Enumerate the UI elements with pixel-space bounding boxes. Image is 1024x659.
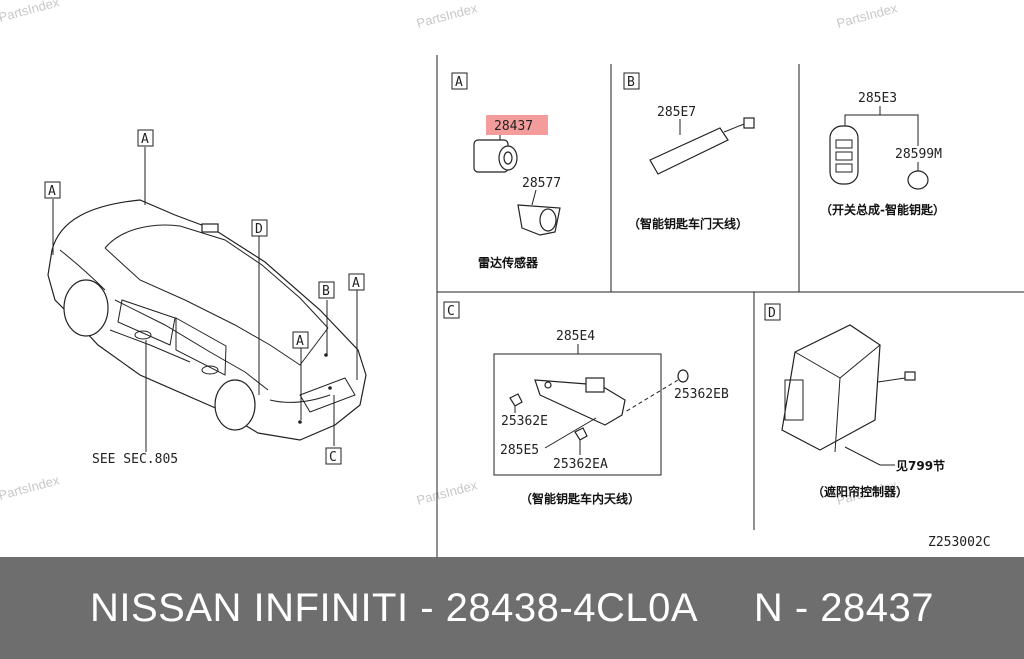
radar-sensor-part — [473, 139, 518, 173]
panel-c-tag-label: C — [447, 304, 455, 319]
panel-a-tag-label: A — [455, 75, 463, 90]
part-number-28599M: 28599M — [895, 147, 942, 162]
callout-label: A — [141, 132, 149, 147]
callout-label: B — [322, 284, 330, 299]
watermark: PartsIndex — [835, 0, 899, 31]
panel-c-caption: （智能钥匙车内天线） — [520, 491, 640, 506]
callout-box — [348, 273, 365, 291]
highlight-box — [486, 115, 548, 135]
part-number-title: NISSAN INFINITI - 28438-4CL0A N - 28437 — [89, 585, 935, 630]
panel-b-caption: （智能钥匙车门天线） — [628, 216, 748, 231]
footer-banner: NISSAN INFINITI - 28438-4CL0A N - 28437 — [0, 557, 1024, 659]
part-number-285E7: 285E7 — [657, 105, 696, 120]
part-number-25362E: 25362E — [501, 414, 548, 429]
screw-part — [509, 393, 523, 407]
watermark: PartsIndex — [0, 0, 61, 25]
part-number-28577: 28577 — [522, 176, 561, 191]
panel-a-caption: 雷达传感器 — [478, 255, 539, 270]
panel-d-ref: 见799节 — [896, 458, 945, 473]
part-number-285E3: 285E3 — [858, 91, 897, 106]
callout-label: D — [255, 222, 263, 237]
panel-c-inner-frame — [493, 353, 662, 476]
callout-box — [325, 447, 342, 465]
watermark: PartsIndex — [415, 477, 479, 508]
panel-d-tag-label: D — [768, 306, 776, 321]
screw-part — [574, 427, 588, 441]
part-number-25362EB: 25362EB — [674, 387, 729, 402]
battery-part — [907, 170, 929, 190]
drawing-code: Z253002C — [928, 535, 991, 550]
car-illustration — [47, 199, 367, 441]
clip-part — [677, 369, 689, 383]
watermark: PartsIndex — [415, 0, 479, 31]
panel-d-caption: （遮阳帘控制器） — [812, 484, 908, 499]
sensor-bracket-part — [517, 204, 561, 236]
callout-label: A — [48, 184, 56, 199]
callout-box — [44, 181, 61, 199]
callout-label: A — [352, 276, 360, 291]
see-section-label: SEE SEC.805 — [92, 452, 178, 467]
callout-label: C — [329, 450, 337, 465]
callout-box — [318, 281, 335, 299]
callout-label: A — [296, 334, 304, 349]
panel-a-tag — [451, 72, 468, 90]
panel-d-tag — [764, 303, 781, 321]
panel-b-tag — [623, 72, 640, 90]
smart-key-part — [829, 125, 859, 185]
panel-c-tag — [443, 301, 460, 319]
interior-antenna-part — [534, 377, 626, 426]
panel-b2-caption: （开关总成-智能钥匙） — [820, 202, 945, 217]
watermark: PartsIndex — [0, 472, 61, 503]
callout-box — [292, 331, 309, 349]
part-number-285E5: 285E5 — [500, 443, 539, 458]
callout-box — [137, 129, 154, 147]
panel-b-tag-label: B — [627, 75, 635, 90]
part-number-25362EA: 25362EA — [553, 457, 608, 472]
sunshade-controller-part — [781, 324, 916, 453]
parts-diagram: PartsIndex PartsIndex PartsIndex PartsIn… — [0, 0, 1024, 557]
part-number-285E4: 285E4 — [556, 329, 595, 344]
part-number-28437: 28437 — [494, 119, 533, 134]
callout-box — [251, 219, 268, 237]
panel-frame — [436, 55, 1024, 557]
callout-leaders — [52, 147, 358, 452]
door-antenna-part — [649, 117, 755, 175]
